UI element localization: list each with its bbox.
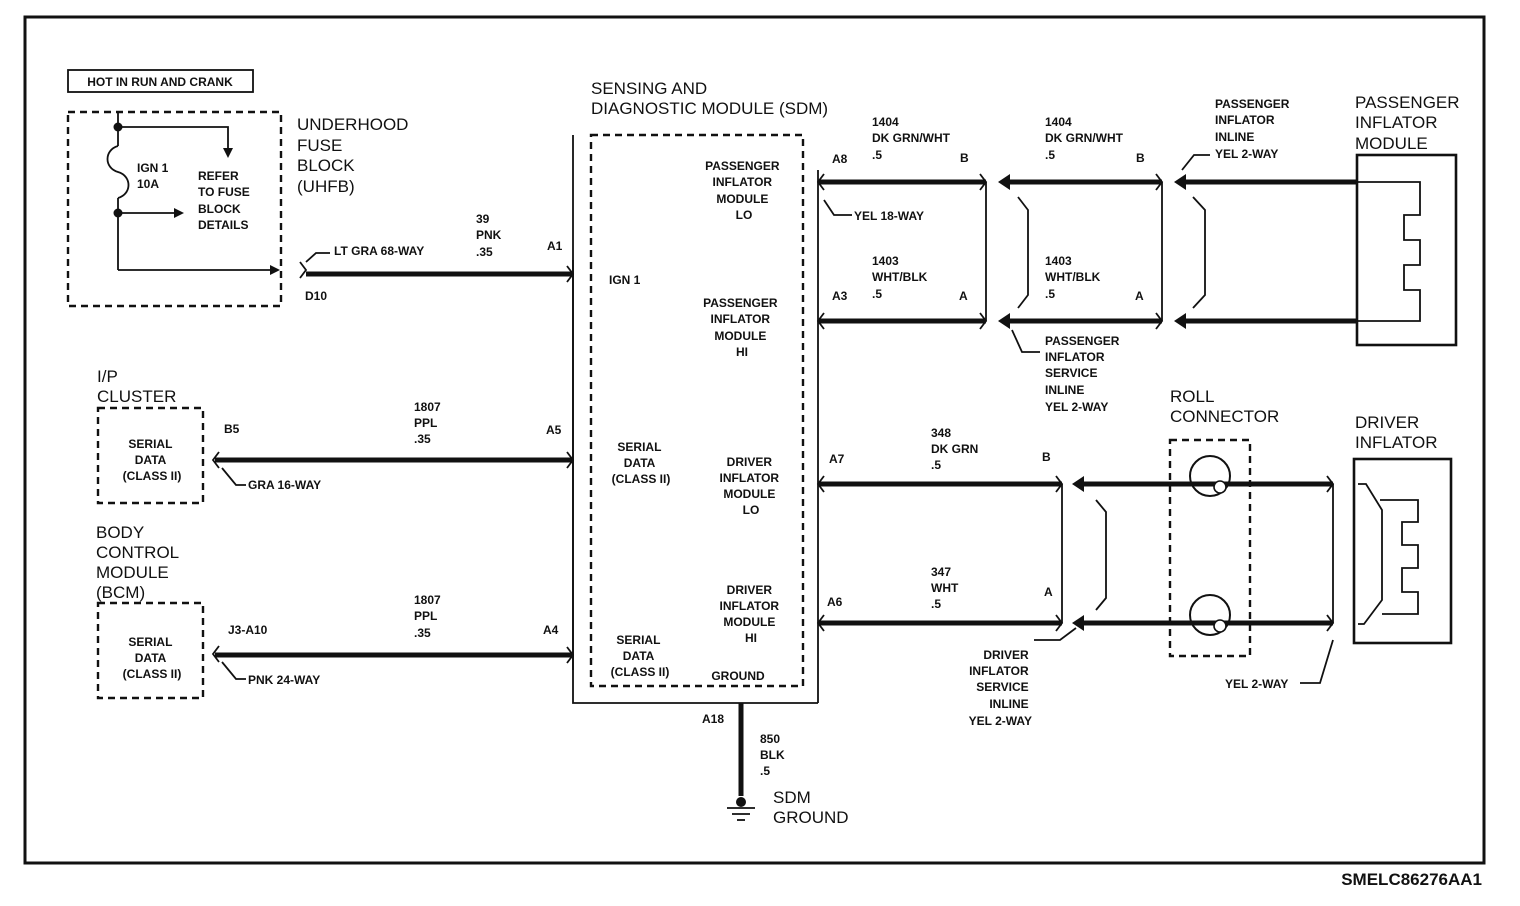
- sdm-ground-label: GROUND: [711, 669, 765, 683]
- wire-1403-left-label: 1403 WHT/BLK .5: [872, 254, 931, 301]
- bcm-connector-symbol: [211, 645, 220, 663]
- driver-inflator-outline: [1352, 457, 1453, 645]
- roll-connector-outline: [1168, 438, 1252, 658]
- ground-icon: [727, 797, 755, 821]
- sdm-driver-hi: DRIVER INFLATOR MODULE HI: [720, 583, 783, 645]
- bcm-pin-j3-a10: J3-A10: [228, 623, 268, 637]
- uhfb-connector-label: LT GRA 68-WAY: [334, 244, 424, 258]
- underhood-fuse-block: UNDERHOOD FUSE BLOCK (UHFB) IGN 1 10A RE…: [66, 110, 413, 308]
- pass-module-outline: [1355, 153, 1458, 347]
- sdm-connector-label: YEL 18-WAY: [854, 209, 924, 223]
- ip-pin-b5: B5: [224, 422, 240, 436]
- sdm-pin-a1: A1: [547, 239, 563, 253]
- ip-connector-label: GRA 16-WAY: [248, 478, 321, 492]
- bcm-title: BODY CONTROL MODULE (BCM): [96, 523, 183, 602]
- roll-coil-bottom-icon: [1189, 594, 1231, 636]
- roll-coil-top-icon: [1189, 455, 1231, 497]
- pass-pin-b-right: B: [1136, 151, 1145, 165]
- wire-1404-left-label: 1404 DK GRN/WHT .5: [872, 115, 953, 162]
- sdm-ground-title: SDM GROUND: [773, 788, 849, 827]
- driver-inflator-icon: [1380, 499, 1419, 615]
- roll-connector-title: ROLL CONNECTOR: [1170, 387, 1279, 426]
- roll-connector-yel-label: YEL 2-WAY: [1225, 677, 1288, 691]
- sdm-title: SENSING AND DIAGNOSTIC MODULE (SDM): [591, 79, 828, 118]
- sdm-pin-a3: A3: [832, 289, 848, 303]
- figure-id: SMELC86276AA1: [1341, 870, 1482, 889]
- sdm-ign1: IGN 1: [609, 273, 641, 287]
- passenger-circuit: [816, 154, 1357, 353]
- driver-service-inline-label: DRIVER INFLATOR SERVICE INLINE YEL 2-WAY: [969, 648, 1032, 728]
- sdm-driver-lo: DRIVER INFLATOR MODULE LO: [720, 455, 783, 517]
- pass-pin-b-left: B: [960, 151, 969, 165]
- sdm-pass-lo: PASSENGER INFLATOR MODULE LO: [705, 159, 783, 222]
- driver-pin-b: B: [1042, 450, 1051, 464]
- pass-pin-a-right: A: [1135, 289, 1144, 303]
- pass-inflator-icon: [1357, 181, 1421, 322]
- pass-inline-label: PASSENGER INFLATOR INLINE YEL 2-WAY: [1215, 97, 1293, 161]
- ip-cluster-outline: [96, 406, 205, 505]
- hot-label-box: [67, 69, 254, 93]
- wire-1403-right-label: 1403 WHT/BLK .5: [1045, 254, 1104, 301]
- wire-347-label: 347 WHT .5: [931, 565, 962, 611]
- fuse-label: IGN 1 10A: [137, 161, 172, 191]
- bcm-serial-data: SERIAL DATA (CLASS II): [123, 635, 182, 681]
- ip-cluster: I/P CLUSTER SERIAL DATA (CLASS II): [96, 367, 205, 505]
- passenger-inflator-module: PASSENGER INFLATOR MODULE: [1355, 93, 1464, 347]
- sdm-outline: [589, 133, 805, 688]
- pass-module-title: PASSENGER INFLATOR MODULE: [1355, 93, 1464, 153]
- uhfb-connector-symbol: [299, 261, 308, 279]
- driver-inflator: DRIVER INFLATOR: [1352, 413, 1453, 645]
- wire-1807-ip-label: 1807 PPL .35: [414, 400, 444, 446]
- sdm-outer-edge: [572, 135, 818, 704]
- sdm-pin-a18: A18: [702, 712, 724, 726]
- sdm-pass-hi: PASSENGER INFLATOR MODULE HI: [703, 296, 781, 359]
- ip-cluster-serial-data: SERIAL DATA (CLASS II): [123, 437, 182, 483]
- bcm-connector-label: PNK 24-WAY: [248, 673, 320, 687]
- driver-pin-a: A: [1044, 585, 1053, 599]
- hot-label: HOT IN RUN AND CRANK: [87, 75, 233, 89]
- pass-pin-a-left: A: [959, 289, 968, 303]
- fuse-block-title: UNDERHOOD FUSE BLOCK (UHFB): [297, 115, 413, 196]
- uhfb-pin-d10: D10: [305, 289, 327, 303]
- ip-connector-symbol: [211, 451, 220, 469]
- sdm-pin-a7: A7: [829, 452, 845, 466]
- ip-cluster-title: I/P CLUSTER: [97, 367, 176, 406]
- bcm-outline: [96, 601, 205, 700]
- wire-850-label: 850 BLK .5: [760, 732, 788, 778]
- fuse-block-outline: [66, 110, 283, 308]
- sensing-diagnostic-module: SENSING AND DIAGNOSTIC MODULE (SDM) IGN …: [572, 79, 828, 704]
- driver-inflator-title: DRIVER INFLATOR: [1355, 413, 1438, 452]
- wire-39-label: 39 PNK .35: [476, 212, 505, 259]
- wire-348-label: 348 DK GRN .5: [931, 426, 982, 472]
- sdm-serial-data-1: SERIAL DATA (CLASS II): [612, 440, 671, 486]
- refer-to-fuse-block-details: REFER TO FUSE BLOCK DETAILS: [198, 169, 253, 232]
- pass-service-inline-label: PASSENGER INFLATOR SERVICE INLINE YEL 2-…: [1045, 334, 1123, 414]
- sdm-pin-a8: A8: [832, 152, 848, 166]
- sdm-serial-data-2: SERIAL DATA (CLASS II): [611, 633, 670, 679]
- sdm-pin-a5: A5: [546, 423, 562, 437]
- sdm-pin-a6: A6: [827, 595, 843, 609]
- wire-1404-right-label: 1404 DK GRN/WHT .5: [1045, 115, 1126, 162]
- wire-1807-bcm-label: 1807 PPL .35: [414, 593, 444, 640]
- sdm-pin-a4: A4: [543, 623, 559, 637]
- driver-circuit: [816, 475, 1335, 684]
- body-control-module: BODY CONTROL MODULE (BCM) SERIAL DATA (C…: [96, 523, 205, 700]
- diagram-frame: [23, 15, 1486, 865]
- fuse-icon: [106, 145, 130, 199]
- roll-connector: ROLL CONNECTOR: [1168, 387, 1279, 658]
